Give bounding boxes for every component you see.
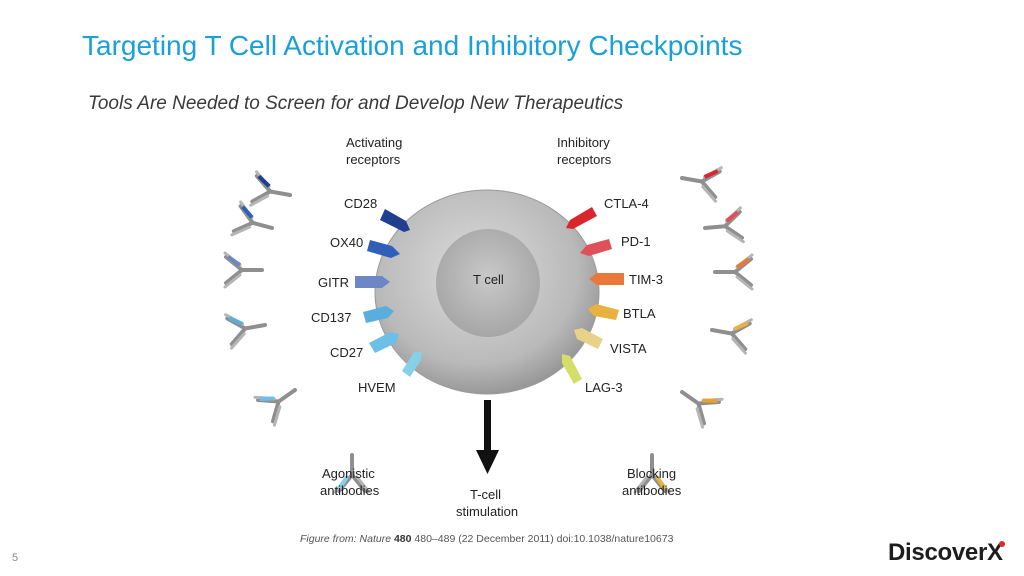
caption-rest: 480–489 (22 December 2011) doi:10.1038/n… bbox=[411, 533, 674, 545]
receptor-label-gitr: GITR bbox=[318, 275, 349, 290]
stimulation-label-line1: T-cell bbox=[470, 487, 501, 502]
inhibitory-heading-line2: receptors bbox=[557, 152, 612, 167]
receptor-label-btla: BTLA bbox=[623, 306, 656, 321]
agonistic-antibody-icon bbox=[223, 306, 270, 351]
t-cell-nucleus bbox=[436, 229, 540, 337]
discoverx-logo: DiscoverX bbox=[888, 539, 1005, 567]
agonistic-antibody-icon bbox=[248, 169, 295, 214]
page-number: 5 bbox=[12, 552, 19, 564]
receptor-label-cd137: CD137 bbox=[311, 310, 351, 325]
receptor-hvem: HVEM bbox=[358, 352, 422, 395]
agonistic-label-line2: antibodies bbox=[320, 483, 380, 498]
receptor-label-hvem: HVEM bbox=[358, 380, 396, 395]
blocking-antibody-icon bbox=[707, 311, 754, 356]
agonistic-label-line1: Agonistic bbox=[322, 466, 375, 481]
stimulation-arrow-head bbox=[476, 450, 499, 474]
blocking-label-line2: antibodies bbox=[622, 483, 682, 498]
receptor-pd1: PD-1 bbox=[580, 234, 651, 256]
blocking-antibody-icon bbox=[713, 253, 754, 291]
receptor-tim3: TIM-3 bbox=[589, 272, 663, 287]
receptor-vista: VISTA bbox=[574, 328, 647, 356]
stimulation-arrow-shaft bbox=[484, 400, 491, 452]
blocking-antibody-icon bbox=[677, 159, 724, 204]
agonistic-antibody-icon bbox=[252, 374, 307, 428]
activating-heading-line2: receptors bbox=[346, 152, 401, 167]
receptor-label-pd1: PD-1 bbox=[621, 234, 651, 249]
caption-volume: 480 bbox=[393, 533, 412, 545]
receptor-cd137: CD137 bbox=[311, 306, 394, 325]
stimulation-label-line2: stimulation bbox=[456, 504, 518, 519]
receptor-ox40: OX40 bbox=[330, 235, 400, 258]
slide-subtitle: Tools Are Needed to Screen for and Devel… bbox=[88, 93, 624, 114]
receptor-ctla4: CTLA-4 bbox=[566, 196, 649, 229]
logo-x: X bbox=[987, 539, 1005, 566]
receptor-gitr: GITR bbox=[318, 275, 390, 290]
receptor-label-lag3: LAG-3 bbox=[585, 380, 623, 395]
figure-caption: Figure from: Nature 480 480–489 (22 Dece… bbox=[300, 533, 673, 545]
receptor-label-cd27: CD27 bbox=[330, 345, 363, 360]
receptor-cd27: CD27 bbox=[330, 332, 399, 360]
caption-prefix: Figure from: bbox=[300, 533, 360, 545]
activating-heading-line1: Activating bbox=[346, 135, 402, 150]
blocking-label-line1: Blocking bbox=[627, 466, 676, 481]
receptor-label-tim3: TIM-3 bbox=[629, 272, 663, 287]
agonistic-antibody-icon bbox=[333, 453, 371, 494]
t-cell-label: T cell bbox=[473, 272, 504, 287]
blocking-antibody-icon bbox=[701, 205, 746, 247]
logo-text: Discover bbox=[888, 539, 987, 566]
blocking-antibody-icon bbox=[670, 376, 725, 430]
agonistic-antibody-icon bbox=[229, 200, 279, 247]
receptor-label-cd28: CD28 bbox=[344, 196, 377, 211]
receptor-cd28: CD28 bbox=[344, 196, 410, 232]
caption-journal: Nature bbox=[359, 533, 392, 545]
receptor-btla: BTLA bbox=[588, 304, 656, 321]
logo-dot-icon bbox=[998, 541, 1005, 547]
slide-title: Targeting T Cell Activation and Inhibito… bbox=[82, 30, 743, 61]
receptor-label-ox40: OX40 bbox=[330, 235, 363, 250]
receptor-label-ctla4: CTLA-4 bbox=[604, 196, 649, 211]
receptor-lag3: LAG-3 bbox=[562, 354, 623, 395]
inhibitory-heading-line1: Inhibitory bbox=[557, 135, 610, 150]
agonistic-antibody-icon bbox=[223, 251, 264, 289]
receptor-label-vista: VISTA bbox=[610, 341, 647, 356]
blocking-antibody-icon bbox=[633, 453, 671, 494]
